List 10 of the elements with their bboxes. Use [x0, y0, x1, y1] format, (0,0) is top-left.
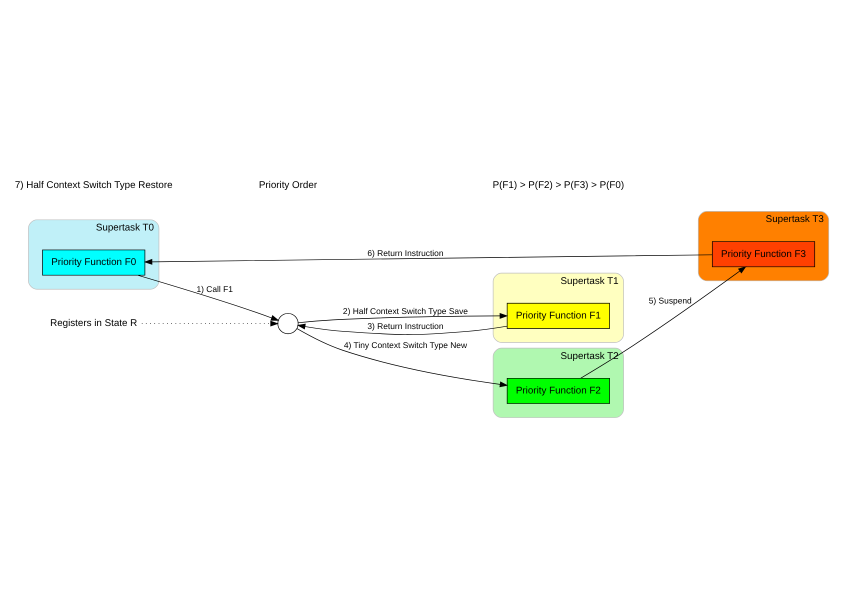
edge-label: 5) Suspend	[648, 295, 692, 306]
edge-label: 6) Return Instruction	[367, 247, 444, 258]
edge-label: 3) Return Instruction	[367, 320, 444, 330]
label: P(F1) > P(F2) > P(F3) > P(F0)	[492, 180, 624, 191]
edge-label: 1) Call F1	[196, 283, 233, 294]
edge-label: 2) Half Context Switch Type Save	[342, 306, 468, 316]
label: 7) Half Context Switch Type Restore	[14, 180, 173, 191]
edge-label: 4) Tiny Context Switch Type New	[344, 339, 468, 350]
label: Priority Order	[258, 180, 318, 191]
node-text: Registers in State R	[50, 318, 138, 329]
